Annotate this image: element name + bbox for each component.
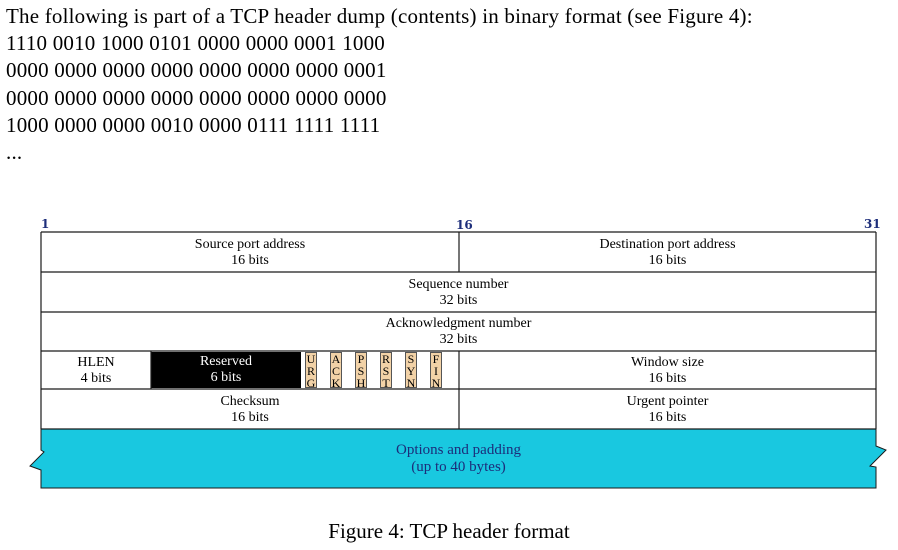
- flag-urg: U R G: [305, 352, 317, 390]
- ack-number-field: Acknowledgment number 32 bits: [41, 313, 876, 351]
- flag-letter: N: [431, 376, 441, 390]
- intro-text: The following is part of a TCP header du…: [6, 4, 753, 28]
- flag-letter: A: [331, 352, 341, 366]
- flag-letter: K: [331, 376, 341, 390]
- flag-psh: P S H: [355, 352, 367, 390]
- checksum-label: Checksum: [220, 393, 280, 409]
- flag-letter: S: [407, 352, 415, 366]
- flag-letter: S: [357, 364, 365, 378]
- flag-letter: R: [306, 364, 315, 378]
- flag-letter: C: [331, 364, 340, 378]
- options-field: Options and padding (up to 40 bytes): [41, 430, 876, 488]
- flag-letter: S: [382, 364, 390, 378]
- flag-rst: R S T: [380, 352, 392, 390]
- ack-label: Acknowledgment number: [385, 316, 532, 331]
- urgent-size: 16 bits: [648, 409, 687, 425]
- flag-letter: U: [306, 352, 316, 366]
- reserved-field: Reserved 6 bits: [151, 352, 301, 388]
- window-label: Window size: [631, 354, 704, 370]
- dest-port-label: Destination port address: [599, 236, 736, 252]
- flag-letter: R: [381, 352, 390, 366]
- window-size-field: Window size 16 bits: [459, 352, 876, 389]
- urgent-label: Urgent pointer: [626, 393, 709, 409]
- source-port-field: Source port address 16 bits: [41, 233, 459, 272]
- flag-ack: A C K: [330, 352, 342, 390]
- flag-letter: Y: [406, 364, 416, 378]
- sequence-size: 32 bits: [439, 292, 478, 308]
- options-block: [29, 428, 887, 489]
- bit-label-mid: 16: [456, 218, 473, 232]
- flag-letter: N: [406, 376, 416, 390]
- flag-letter: F: [432, 352, 440, 366]
- flag-letter: P: [357, 352, 365, 366]
- flag-letter: G: [306, 376, 316, 390]
- binary-row-1: 1110 0010 1000 0101 0000 0000 0001 1000: [6, 31, 385, 55]
- dest-port-field: Destination port address 16 bits: [459, 233, 876, 272]
- binary-row-3: 0000 0000 0000 0000 0000 0000 0000 0000: [6, 86, 387, 110]
- ack-size: 32 bits: [439, 332, 478, 347]
- reserved-label: Reserved: [199, 354, 253, 369]
- urgent-pointer-field: Urgent pointer 16 bits: [459, 390, 876, 429]
- ellipsis: ...: [6, 140, 23, 164]
- binary-row-4: 1000 0000 0000 0010 0000 0111 1111 1111: [6, 113, 381, 137]
- checksum-field: Checksum 16 bits: [41, 390, 459, 429]
- sequence-number-field: Sequence number 32 bits: [41, 273, 876, 312]
- checksum-size: 16 bits: [231, 409, 269, 425]
- bit-label-start: 1: [41, 217, 50, 231]
- reserved-size: 6 bits: [210, 370, 242, 385]
- dest-port-size: 16 bits: [648, 252, 687, 268]
- flag-fin: F I N: [430, 352, 442, 390]
- hlen-field: HLEN 4 bits: [41, 352, 151, 389]
- reserved-block: [151, 352, 301, 388]
- options-label: Options and padding: [396, 442, 521, 458]
- binary-row-2: 0000 0000 0000 0000 0000 0000 0000 0001: [6, 58, 387, 82]
- hlen-size: 4 bits: [80, 370, 112, 386]
- source-port-label: Source port address: [194, 236, 306, 252]
- hlen-label: HLEN: [77, 354, 115, 370]
- bit-label-end: 31: [864, 217, 881, 231]
- sequence-label: Sequence number: [408, 276, 509, 292]
- flag-syn: S Y N: [405, 352, 417, 390]
- source-port-size: 16 bits: [231, 252, 269, 268]
- flag-letter: I: [434, 364, 438, 378]
- figure-caption: Figure 4: TCP header format: [328, 519, 570, 543]
- flag-letter: T: [382, 376, 390, 390]
- options-size: (up to 40 bytes): [411, 459, 506, 475]
- flag-letter: H: [356, 376, 366, 390]
- window-size: 16 bits: [648, 370, 687, 386]
